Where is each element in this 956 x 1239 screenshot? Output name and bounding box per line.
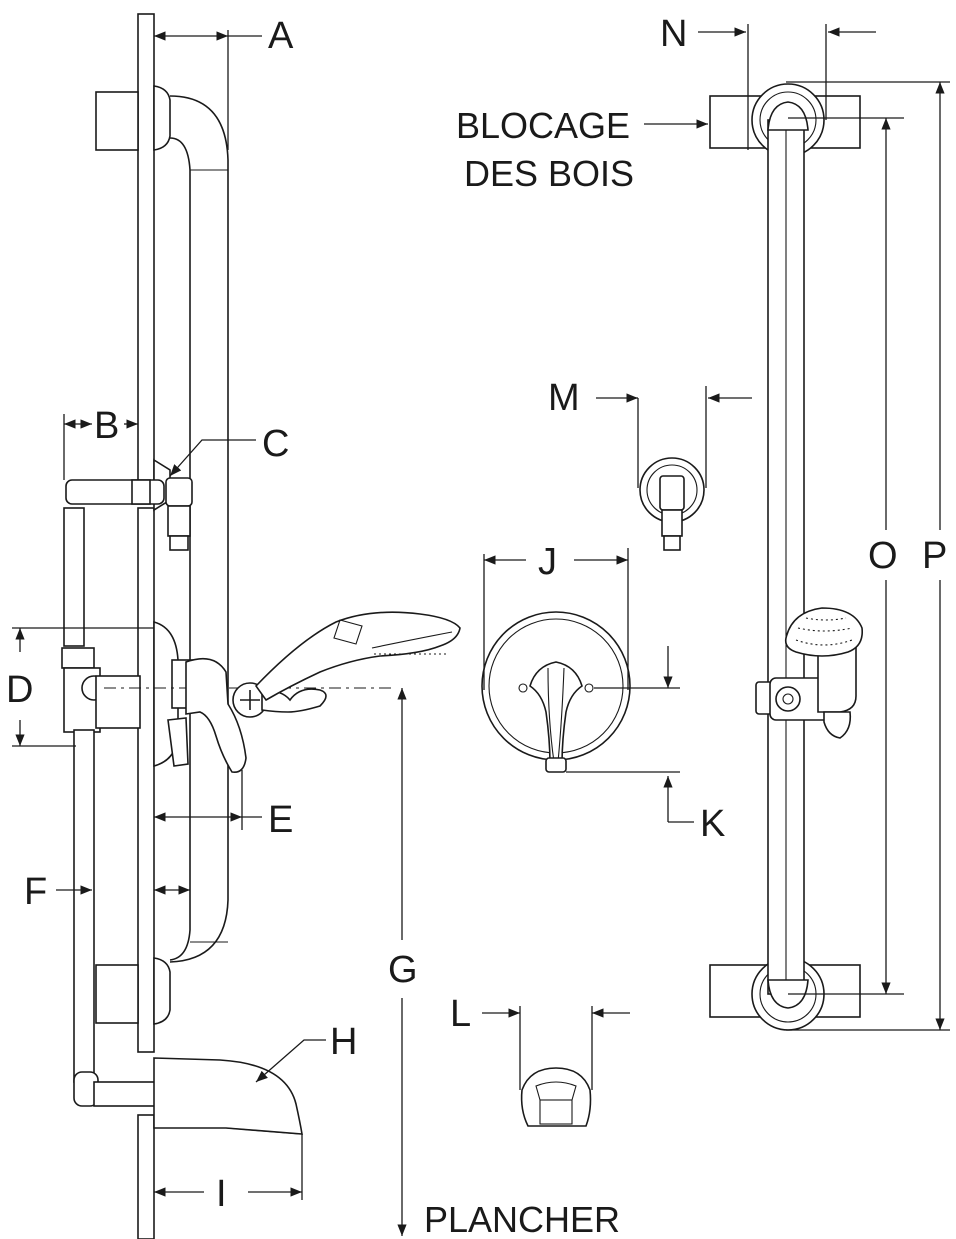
side-view (12, 13, 461, 1239)
dimension-lines-front (644, 24, 950, 1031)
floor-note: PLANCHER (424, 1199, 620, 1239)
dimension-lines-side (12, 30, 407, 1236)
wall-elbow-front (596, 386, 752, 551)
lower-pipe (73, 729, 259, 1109)
hand-shower-side (232, 611, 461, 718)
label-m: M (548, 377, 580, 419)
label-e: E (268, 799, 293, 841)
valve-trim-front (481, 548, 694, 823)
upper-pipe (63, 479, 165, 647)
label-f: F (24, 871, 47, 913)
label-l: L (450, 993, 471, 1035)
label-a: A (268, 15, 294, 57)
label-i: I (216, 1173, 227, 1215)
dimension-labels: A B C D E F G H I J K L M N O P (6, 13, 947, 1215)
shower-holder (755, 647, 857, 739)
tub-spout-front (482, 1006, 630, 1127)
label-g: G (388, 949, 418, 991)
valve-handle-side (167, 657, 247, 774)
wood-blocking-bottom (95, 964, 139, 1024)
slide-bar-side (153, 85, 229, 1025)
label-k: K (700, 803, 725, 845)
label-b: B (94, 405, 119, 447)
tub-spout-side (153, 1057, 303, 1135)
slide-bar-front (644, 24, 950, 1031)
wall-section (137, 13, 155, 1239)
blocking-note-line1: BLOCAGE (456, 105, 630, 146)
front-view-components (481, 386, 752, 1127)
label-o: O (868, 535, 898, 577)
label-d: D (6, 669, 33, 711)
notes: BLOCAGE DES BOIS PLANCHER (424, 105, 634, 1239)
label-h: H (330, 1021, 357, 1063)
blocking-note-line2: DES BOIS (464, 153, 634, 194)
label-n: N (660, 13, 687, 55)
shower-head-front (784, 607, 864, 657)
label-c: C (262, 423, 289, 465)
wood-blocking-top (95, 91, 139, 151)
label-p: P (922, 535, 947, 577)
label-j: J (538, 541, 557, 583)
